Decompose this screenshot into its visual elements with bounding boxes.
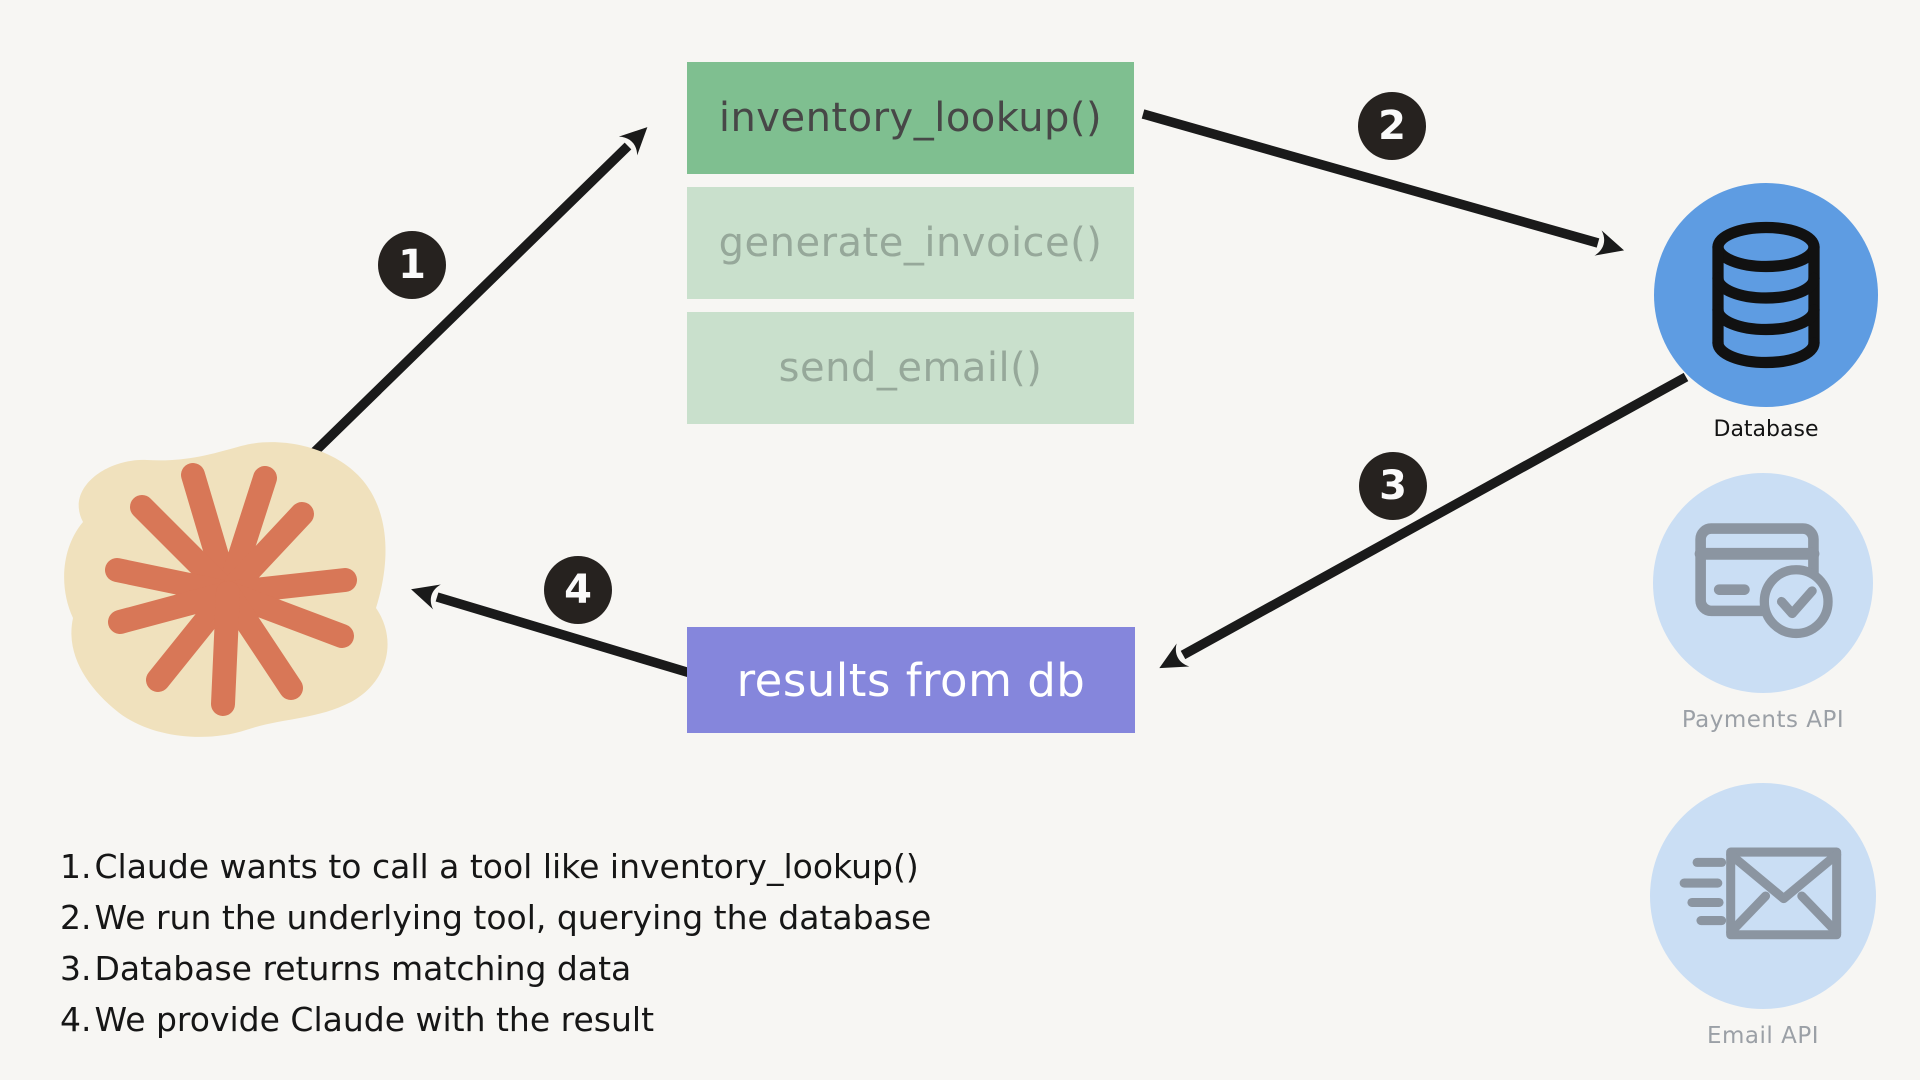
tool-send-email: send_email() — [687, 312, 1134, 424]
step-number: 3. — [60, 949, 92, 988]
service-database: Database — [1654, 183, 1878, 442]
database-label: Database — [1713, 417, 1819, 442]
step-badge-3: 3 — [1359, 452, 1427, 520]
step-badge-2: 2 — [1358, 92, 1426, 160]
step-text: We provide Claude with the result — [94, 1000, 655, 1039]
email-send-icon — [1679, 847, 1842, 940]
tool-generate-invoice: generate_invoice() — [687, 187, 1134, 299]
tool-inventory-lookup: inventory_lookup() — [687, 62, 1134, 174]
step-item-4: 4. We provide Claude with the result — [60, 994, 1120, 1045]
service-payments-api: Payments API — [1653, 473, 1873, 733]
results-label: results from db — [736, 653, 1086, 707]
steps-list: 1. Claude wants to call a tool like inve… — [60, 841, 1120, 1045]
tool-label: send_email() — [778, 345, 1043, 391]
database-icon — [1712, 221, 1820, 369]
claude-logo — [45, 430, 437, 762]
step-badge-1: 1 — [378, 231, 446, 299]
arrow-2-tool-to-database — [1141, 109, 1625, 256]
arrow-3-database-to-results — [1159, 372, 1689, 669]
step-text: Claude wants to call a tool like invento… — [94, 847, 919, 886]
email-bubble — [1650, 783, 1876, 1009]
payments-api-label: Payments API — [1681, 707, 1845, 733]
claude-starburst-icon — [105, 463, 357, 716]
arrow-1-claude-to-tool — [293, 127, 648, 473]
badge-number: 3 — [1379, 463, 1407, 509]
step-number: 4. — [60, 1000, 92, 1039]
service-email-api: Email API — [1650, 783, 1876, 1049]
tool-label: inventory_lookup() — [718, 95, 1103, 141]
payments-bubble — [1653, 473, 1873, 693]
badge-number: 2 — [1378, 103, 1406, 149]
payments-card-icon — [1694, 523, 1833, 639]
step-text: We run the underlying tool, querying the… — [94, 898, 932, 937]
step-item-3: 3. Database returns matching data — [60, 943, 1120, 994]
badge-number: 4 — [564, 567, 592, 613]
step-badge-4: 4 — [544, 556, 612, 624]
step-number: 1. — [60, 847, 92, 886]
step-text: Database returns matching data — [94, 949, 632, 988]
email-api-label: Email API — [1706, 1023, 1819, 1049]
step-item-2: 2. We run the underlying tool, querying … — [60, 892, 1120, 943]
results-from-db-box: results from db — [687, 627, 1135, 733]
step-item-1: 1. Claude wants to call a tool like inve… — [60, 841, 1120, 892]
badge-number: 1 — [398, 242, 426, 288]
database-bubble — [1654, 183, 1878, 407]
arrow-4-results-to-claude — [411, 584, 692, 678]
step-number: 2. — [60, 898, 92, 937]
tool-label: generate_invoice() — [718, 220, 1103, 266]
